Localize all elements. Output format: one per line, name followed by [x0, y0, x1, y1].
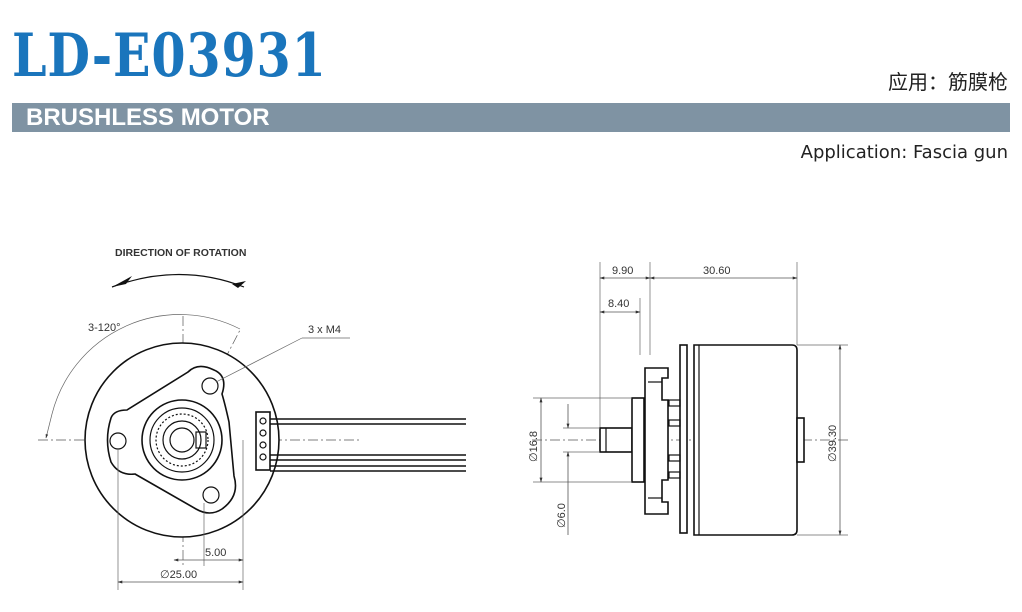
dim-diameter-label: ∅25.00: [160, 569, 197, 581]
hub-outer-ring: [141, 399, 223, 481]
rotation-arrow: [111, 273, 245, 288]
shaft-end: [169, 427, 195, 453]
dim-body-diameter-label: ∅16.8: [528, 431, 540, 462]
application-cn: 应用：筋膜枪: [888, 70, 1008, 94]
dim-small-label: 5.00: [205, 547, 226, 559]
application-en: Application: Fascia gun: [800, 142, 1008, 163]
connector-block: [255, 411, 271, 471]
thread-label: 3 x M4: [308, 324, 341, 336]
category-label: BRUSHLESS MOTOR: [26, 104, 270, 131]
dim-length-label: 30.60: [703, 265, 731, 277]
rotation-arrowhead: [112, 276, 132, 287]
hub-body: [631, 397, 645, 483]
end-cap: [796, 417, 805, 463]
thread-leader: [215, 337, 303, 383]
category-banner: BRUSHLESS MOTOR: [12, 103, 1010, 132]
angle-arc: [51, 314, 241, 415]
dim-flange-label: 8.40: [608, 298, 629, 310]
mounting-hole-bottom: [202, 486, 220, 504]
rotation-label: DIRECTION OF ROTATION: [115, 247, 246, 259]
angle-label: 3-120°: [88, 322, 121, 334]
pcb-plate: [679, 344, 688, 534]
shaft: [599, 427, 633, 453]
dim-shaft-diameter-label: ∅6.0: [556, 503, 568, 528]
model-title: LD-E03931: [12, 21, 327, 91]
mounting-hole-top: [201, 377, 219, 395]
dim-motor-diameter-label: ∅39.30: [827, 425, 839, 462]
front-view: DIRECTION OF ROTATION 3-120°: [38, 247, 466, 590]
dim-top-label: 9.90: [612, 265, 633, 277]
side-view: 9.90 30.60 8.40 ∅16.8 ∅6.0: [528, 262, 850, 536]
bracket: [644, 367, 669, 515]
rotor-can: [693, 344, 798, 536]
